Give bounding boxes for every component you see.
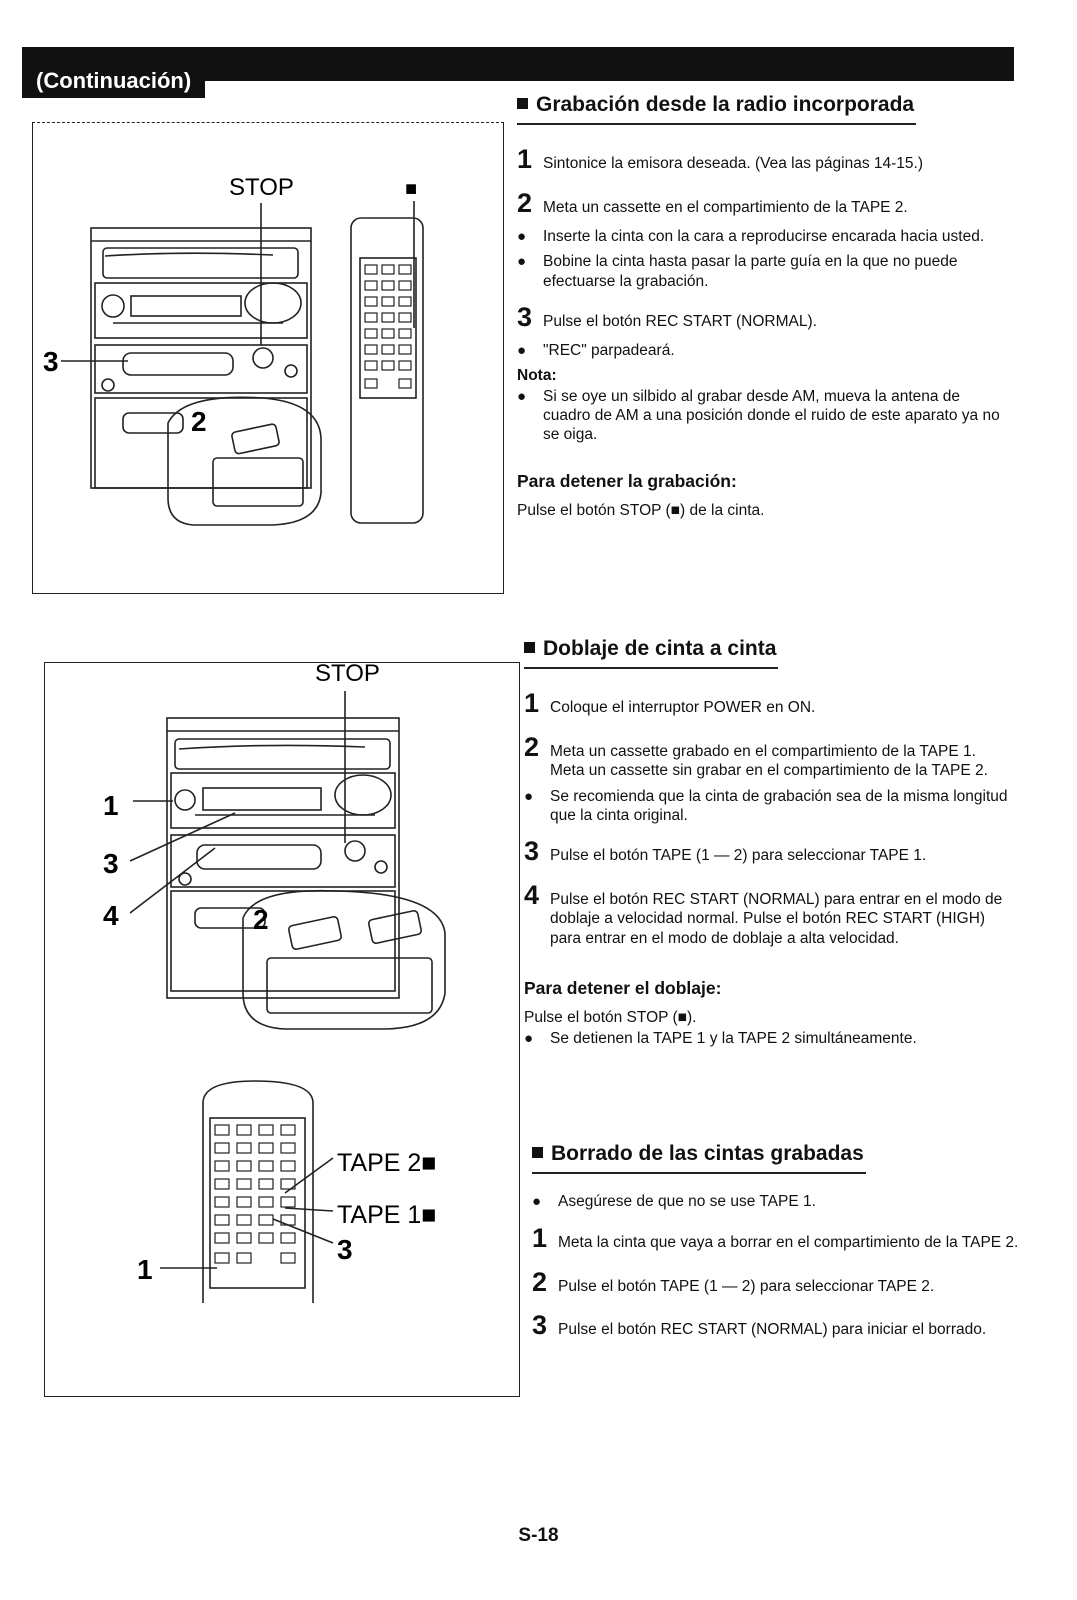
note-title: Nota: [517, 366, 557, 384]
figure-radio-recording: STOP ■ 3 2 [32, 122, 504, 594]
fig1-callout-3: 3 [43, 346, 59, 377]
bullet-icon: ● [517, 341, 527, 359]
square-bullet-icon [524, 642, 535, 653]
fig2-callout-2: 2 [253, 904, 269, 935]
section-title: Grabación desde la radio incorporada [536, 93, 915, 116]
section-erasing: Borrado de las cintas grabadas ●Asegúres… [532, 1142, 1022, 1343]
banner-label: (Continuación) [22, 64, 206, 98]
note-text: ●Si se oye un silbido al grabar desde AM… [517, 387, 1000, 444]
stereo-remote-illustration-2: STOP 1 3 4 2 TAPE 2■ TAPE 1■ 3 1 [103, 660, 446, 1303]
stop-dubbing-title: Para detener el doblaje: [524, 978, 722, 999]
bullet-icon: ● [517, 253, 527, 271]
bullet-icon: ● [524, 1030, 534, 1048]
section-title: Doblaje de cinta a cinta [543, 637, 777, 660]
fig2-callout-4: 4 [103, 900, 119, 931]
section-heading: Borrado de las cintas grabadas [532, 1142, 866, 1174]
fig1-stop-label: STOP [229, 174, 294, 201]
fig1-stop-symbol: ■ [405, 178, 417, 200]
bullet-icon: ● [532, 1193, 542, 1210]
stop-dubbing-bullet: ●Se detienen la TAPE 1 y la TAPE 2 simul… [524, 1030, 917, 1048]
section-heading: Doblaje de cinta a cinta [524, 637, 779, 669]
stop-recording-text: Pulse el botón STOP (■) de la cinta. [517, 501, 765, 519]
fig2-stop-label: STOP [315, 663, 380, 687]
bullet-icon: ● [517, 387, 527, 405]
list-item: ●Se recomienda que la cinta de grabación… [524, 787, 1008, 824]
square-bullet-icon [532, 1147, 543, 1158]
fig2-callout-3: 3 [103, 848, 119, 879]
fig1-callout-2: 2 [191, 406, 207, 437]
section-banner: (Continuación) [22, 47, 1014, 98]
bullet-icon: ● [524, 787, 534, 805]
figure-tape-dubbing: STOP 1 3 4 2 TAPE 2■ TAPE 1■ 3 1 [44, 660, 520, 1397]
list-item: ●Inserte la cinta con la cara a reproduc… [517, 227, 985, 245]
list-item: ●"REC" parpadeará. [517, 341, 675, 359]
stop-dubbing-text: Pulse el botón STOP (■). [524, 1009, 697, 1027]
section-title: Borrado de las cintas grabadas [551, 1142, 864, 1165]
stop-recording-title: Para detener la grabación: [517, 470, 737, 491]
stereo-remote-illustration: STOP ■ 3 2 [43, 174, 424, 526]
tape1-stop-label: TAPE 1■ [337, 1201, 436, 1229]
fig2-callout-1: 1 [103, 790, 119, 821]
fig2-remote-callout-1: 1 [137, 1254, 153, 1285]
section-heading: Grabación desde la radio incorporada [517, 93, 917, 125]
square-bullet-icon [517, 98, 528, 109]
page-number: S-18 [518, 1525, 559, 1546]
fig2-remote-callout-3: 3 [337, 1234, 353, 1265]
list-item: ●Bobine la cinta hasta pasar la parte gu… [517, 253, 958, 290]
bullet-icon: ● [517, 227, 527, 245]
tape2-stop-label: TAPE 2■ [337, 1149, 436, 1177]
list-item: ●Asegúrese de que no se use TAPE 1. [532, 1193, 816, 1210]
